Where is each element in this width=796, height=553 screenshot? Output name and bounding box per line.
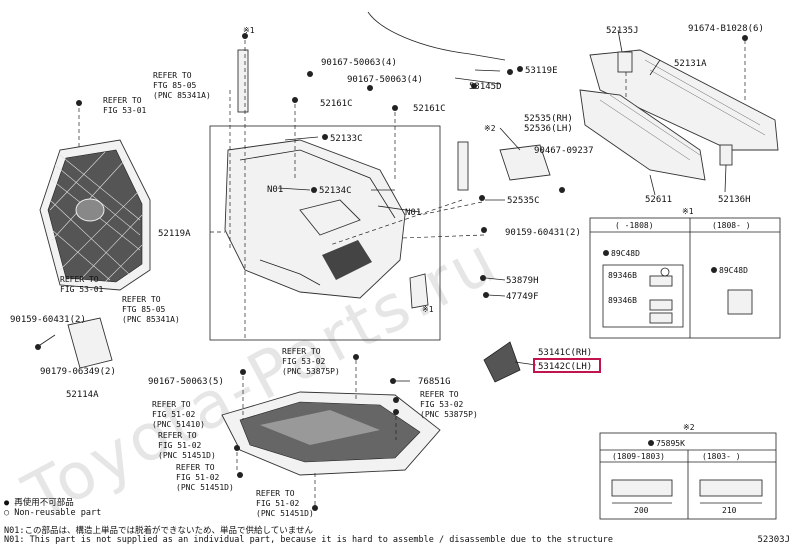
part-label-highlighted: 53142C(LH) <box>538 362 592 372</box>
reference-mark: ※1 <box>422 305 434 314</box>
undercover-illustration <box>221 391 441 476</box>
svg-text:200: 200 <box>634 506 649 515</box>
svg-text:(1808- ): (1808- ) <box>712 221 751 230</box>
part-label: 52133C <box>330 134 363 144</box>
part-label: 90179-06349(2) <box>40 367 116 377</box>
svg-text:89C48D: 89C48D <box>611 249 640 258</box>
seal-strip <box>237 49 249 113</box>
part-label: 52114A <box>66 390 99 400</box>
legend-nonreusable-jp: ● 再使用不可部品 <box>4 496 74 508</box>
part-label: 90467-09237 <box>534 146 594 156</box>
part-label: 90159-60431(2) <box>10 315 86 325</box>
part-label: 47749F <box>506 292 539 302</box>
svg-text:75895K: 75895K <box>656 439 685 448</box>
inset-variants-2: ※2 75895K (1809-1803) (1803- ) 200 210 <box>599 423 777 520</box>
svg-text:※2: ※2 <box>683 423 695 432</box>
part-label: 52536(LH) <box>524 124 573 134</box>
diagram-code: 52303J <box>757 535 790 545</box>
svg-text:210: 210 <box>722 506 737 515</box>
reference-mark: ※1 <box>682 207 694 216</box>
svg-text:( -1808): ( -1808) <box>615 221 654 230</box>
bumper-cover-illustration <box>224 139 406 299</box>
main-frame <box>209 125 441 341</box>
svg-text:(1809-1803): (1809-1803) <box>612 452 665 461</box>
part-labels: 52135J 91674-B1028(6) 52131A 52611 52136… <box>10 24 764 400</box>
reference-mark: ※1 <box>243 26 255 35</box>
legend-text: ● 再使用不可部品 <box>4 498 74 508</box>
bracket-illustration <box>409 273 429 309</box>
part-label: 52161C <box>320 99 353 109</box>
hood-seal <box>367 11 506 61</box>
bumper-reinforcement-illustration <box>579 49 779 181</box>
highlight-box <box>533 358 601 373</box>
part-label: 52535C <box>507 196 540 206</box>
part-label: 52161C <box>413 104 446 114</box>
svg-text:89346B: 89346B <box>608 271 637 280</box>
svg-text:(1803- ): (1803- ) <box>702 452 741 461</box>
inset-variants-1: ( -1808) (1808- ) 89C48D 89346B 89346B 8… <box>589 217 781 339</box>
legend-nonreusable-en: ○ Non-reusable part <box>4 508 101 518</box>
part-label: 91674-B1028(6) <box>688 24 764 34</box>
reference-mark: ※2 <box>484 124 496 133</box>
bracket-illustration <box>499 144 551 181</box>
seal-strip <box>457 141 469 191</box>
leader-lines <box>78 40 746 505</box>
part-label: 52131A <box>674 59 707 69</box>
footnote-en: N01: This part is not supplied as an ind… <box>4 535 613 545</box>
part-label: 90159-60431(2) <box>505 228 581 238</box>
svg-text:89C48D: 89C48D <box>719 266 748 275</box>
part-label: 52135J <box>606 26 639 36</box>
side-grille-illustration <box>483 341 521 383</box>
bracket-illustration <box>67 317 113 369</box>
legend-text: ○ Non-reusable part <box>4 508 102 518</box>
part-label: 52134C <box>319 186 352 196</box>
part-label: 52119A <box>158 229 191 239</box>
leader-lines-solid <box>39 29 727 382</box>
grille-illustration <box>39 139 151 291</box>
part-label: 90167-50063(5) <box>148 377 224 387</box>
part-label: 52611 <box>645 195 672 205</box>
part-label: 53145D <box>469 82 502 92</box>
part-label: 53141C(RH) <box>538 348 592 358</box>
part-label: N01 <box>405 208 421 218</box>
part-label: 90167-50063(4) <box>347 75 423 85</box>
part-label: 53119E <box>525 66 558 76</box>
svg-text:89346B: 89346B <box>608 296 637 305</box>
fastener-symbols <box>35 33 748 511</box>
part-label: 52535(RH) <box>524 114 573 124</box>
part-label: N01 <box>267 185 283 195</box>
part-label: 53879H <box>506 276 539 286</box>
part-label: 76851G <box>418 377 451 387</box>
footnote-jp: N01:この部品は、構造上単品では脱着ができないため、単品で供給していません <box>4 526 313 536</box>
part-label: 90167-50063(4) <box>321 58 397 68</box>
part-label: 52136H <box>718 195 751 205</box>
